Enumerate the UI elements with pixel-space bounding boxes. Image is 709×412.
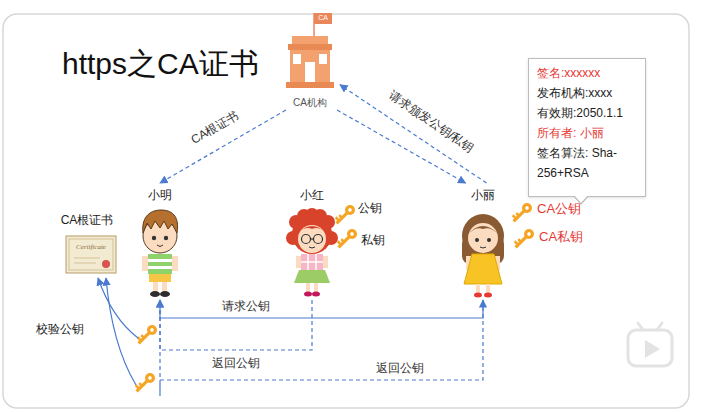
certificate-field: 所有者: 小丽 bbox=[537, 123, 637, 143]
flag-text: CA bbox=[314, 14, 332, 22]
edge-label: 请求公钥 bbox=[220, 299, 272, 314]
xiaoli-figure bbox=[462, 214, 504, 298]
certificate-field: 有效期:2050.1.1 bbox=[537, 103, 637, 123]
connector bbox=[337, 110, 466, 183]
connectors bbox=[160, 85, 487, 380]
key-label: 公钥 bbox=[358, 201, 382, 215]
certificate-field: 发布机构:xxxx bbox=[537, 83, 637, 103]
person-xiaoming: 小明 bbox=[130, 183, 190, 300]
certificate-field: 签名:xxxxxx bbox=[537, 63, 637, 83]
person-name: 小丽 bbox=[471, 187, 495, 204]
key-label: CA公钥 bbox=[537, 201, 581, 217]
connector bbox=[160, 300, 483, 380]
ca-authority: CA机构 bbox=[280, 20, 340, 110]
page-title: https之CA证书 bbox=[62, 46, 259, 82]
ca-building bbox=[286, 13, 334, 88]
xiaoming-figure bbox=[142, 210, 178, 297]
card bbox=[3, 14, 689, 408]
connector bbox=[160, 300, 483, 318]
edge-label: 返回公钥 bbox=[210, 356, 262, 371]
certificate-script: Certificate bbox=[66, 243, 116, 251]
certificate-info: 签名:xxxxxx发布机构:xxxx有效期:2050.1.1所有者: 小丽签名算… bbox=[528, 58, 646, 197]
certificate-field: 签名算法: Sha-256+RSA bbox=[537, 143, 637, 183]
certificate-name: CA根证书 bbox=[61, 212, 114, 229]
verify-arrows bbox=[98, 278, 160, 396]
person-name: 小明 bbox=[148, 187, 172, 204]
person-xiaoli: 小丽 bbox=[448, 183, 518, 300]
key-icons bbox=[133, 201, 536, 395]
xiaohong-figure bbox=[286, 208, 338, 297]
edge-label: 返回公钥 bbox=[374, 361, 426, 376]
authority-name: CA机构 bbox=[293, 96, 327, 110]
certificate-image bbox=[66, 236, 116, 273]
person-xiaohong: 小红 bbox=[282, 183, 342, 300]
key-label: CA私钥 bbox=[539, 229, 583, 245]
connector bbox=[340, 85, 487, 183]
key-label: 私钥 bbox=[361, 233, 385, 247]
person-name: 小红 bbox=[300, 187, 324, 204]
note-label: 校验公钥 bbox=[36, 322, 84, 336]
video-logo bbox=[628, 323, 672, 366]
